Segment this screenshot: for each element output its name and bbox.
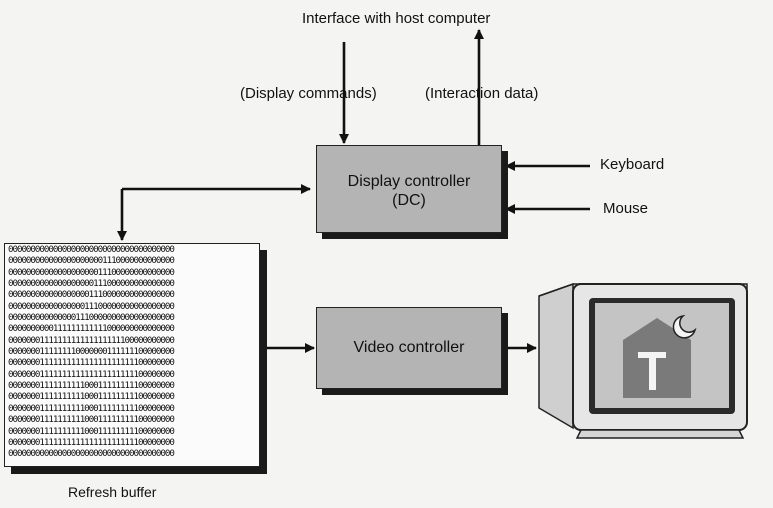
host-interface-label: Interface with host computer xyxy=(302,10,491,27)
buffer-bit-row: 0000000111111111100011111111100000000 xyxy=(8,414,175,426)
buffer-bit-row: 0000000111111111111111111111100000000 xyxy=(8,368,175,380)
buffer-bit-row: 0000000000000000000111000000000000000 xyxy=(8,278,175,290)
buffer-bit-row: 0000000111111111111111111100000000000 xyxy=(8,334,175,346)
buffer-bit-row: 0000000111111111100011111111100000000 xyxy=(8,391,175,403)
buffer-bit-row: 0000000000000000000000000000000000000 xyxy=(8,244,175,255)
buffer-bit-row: 0000000000111111111111000000000000000 xyxy=(8,323,175,335)
video-controller-title: Video controller xyxy=(353,339,465,356)
display-controller-title: Display controller xyxy=(347,173,471,190)
house-icon xyxy=(623,318,691,398)
buffer-bit-row: 0000000111111111111111111111100000000 xyxy=(8,357,175,369)
buffer-bit-row: 0000000000000000000000000000000000000 xyxy=(8,448,175,460)
buffer-bit-row: 0000000111111111100011111111100000000 xyxy=(8,402,175,414)
mouse-label: Mouse xyxy=(603,200,649,217)
video-controller-box: Video controller xyxy=(316,307,502,389)
display-controller-abbrev: (DC) xyxy=(392,192,426,209)
display-commands-label: (Display commands) xyxy=(240,85,377,102)
buffer-bit-row: 0000000111111111100011111111100000000 xyxy=(8,425,175,437)
buffer-bit-row: 0000000000000000000001110000000000000 xyxy=(8,255,175,267)
buffer-bit-row: 0000000111111111111111111111100000000 xyxy=(8,436,175,448)
display-controller-box: Display controller (DC) xyxy=(316,145,502,233)
buffer-bit-row: 0000000000000000011100000000000000000 xyxy=(8,300,175,312)
buffer-bit-row: 0000000000000000000011100000000000000 xyxy=(8,266,175,278)
monitor-icon xyxy=(538,282,748,439)
refresh-buffer-label: Refresh buffer xyxy=(68,484,157,500)
buffer-bit-row: 0000000000000001110000000000000000000 xyxy=(8,312,175,324)
moon-icon xyxy=(672,314,697,339)
buffer-bit-row: 0000000111111110000000111111100000000 xyxy=(8,346,175,358)
keyboard-label: Keyboard xyxy=(600,156,665,173)
interaction-data-label: (Interaction data) xyxy=(425,85,539,102)
buffer-bit-row: 0000000000000000001110000000000000000 xyxy=(8,289,175,301)
buffer-bit-row: 0000000111111111100011111111100000000 xyxy=(8,380,175,392)
